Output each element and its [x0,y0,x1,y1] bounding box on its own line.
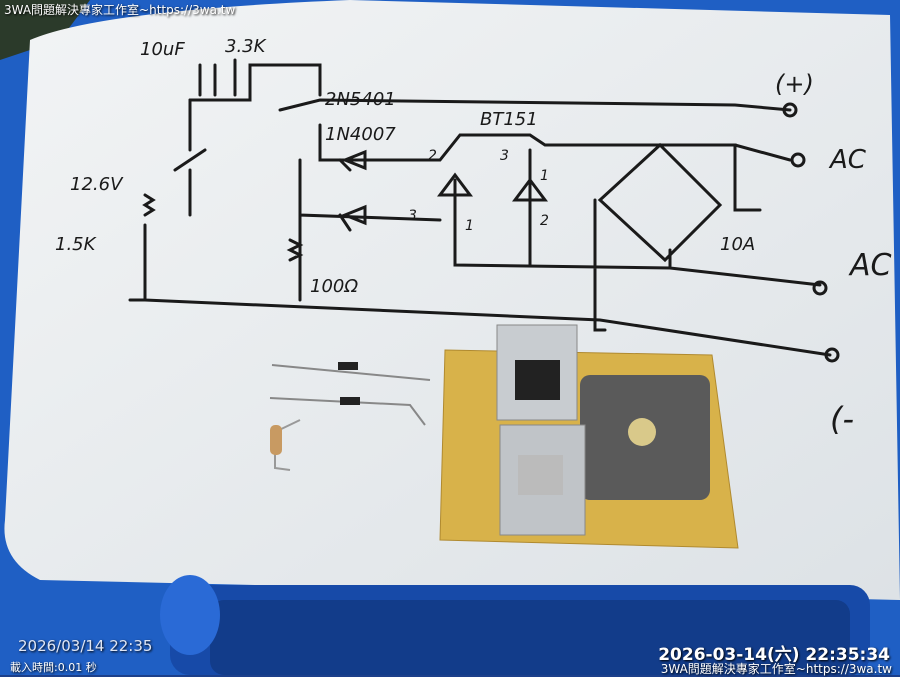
label-minus: (- [830,400,854,438]
label-ac1: AC [828,145,867,175]
label-pin: 2 [428,148,437,164]
load-time: 載入時間:0.01 秒 [10,661,97,674]
watermark-bottom: 3WA問題解決專家工作室~https://3wa.tw [660,662,892,676]
watermark-top: 3WA問題解決專家工作室~https://3wa.tw [4,3,236,17]
label-cap: 10uF [140,39,185,60]
loose-components [269,362,431,471]
label-pin: 1 [540,168,549,184]
timestamp-right: 2026-03-14(六) 22:35:34 [658,645,890,665]
label-ac2: AC [848,248,892,283]
label-pin: 2 [540,213,549,229]
label-res-top: 3.3K [225,36,267,57]
label-transistor: 2N5401 [325,89,396,110]
label-pin: 1 [465,218,474,234]
label-res-left: 1.5K [55,234,97,255]
label-zener: 12.6V [70,174,124,195]
label-plus: (+) [775,70,814,98]
label-pin: 3 [500,148,509,164]
pcb-assembly [439,324,739,549]
timestamp-left: 2026/03/14 22:35 [18,637,153,655]
label-pin: 3 [408,208,417,224]
label-diode: 1N4007 [325,124,396,145]
label-bridge: 10A [720,234,755,255]
label-res-bottom: 100Ω [310,276,358,297]
label-scr: BT151 [480,109,538,130]
circuit-drawing [128,58,840,363]
